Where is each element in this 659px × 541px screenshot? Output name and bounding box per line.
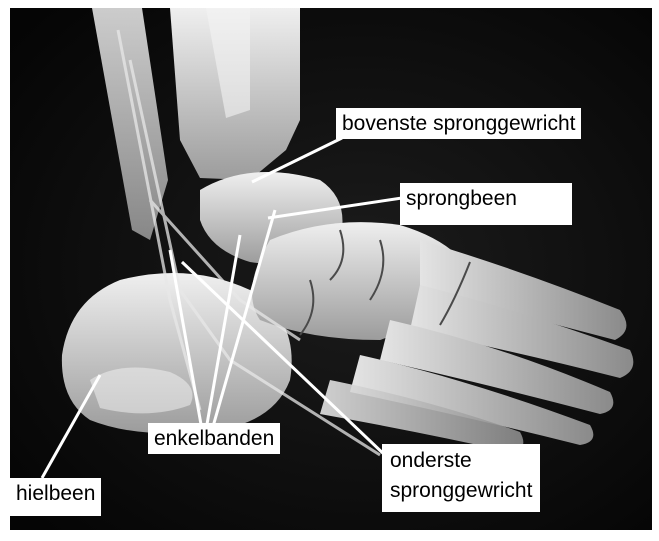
label-onderste-line2: spronggewricht (390, 476, 532, 506)
label-hielbeen: hielbeen (10, 478, 101, 516)
label-sprongbeen: sprongbeen (400, 183, 572, 225)
label-onderste-spronggewricht: onderste spronggewricht (382, 444, 540, 512)
label-bovenste-spronggewricht: bovenste spronggewricht (336, 108, 581, 139)
label-enkelbanden: enkelbanden (148, 423, 280, 454)
label-onderste-line1: onderste (390, 446, 532, 476)
